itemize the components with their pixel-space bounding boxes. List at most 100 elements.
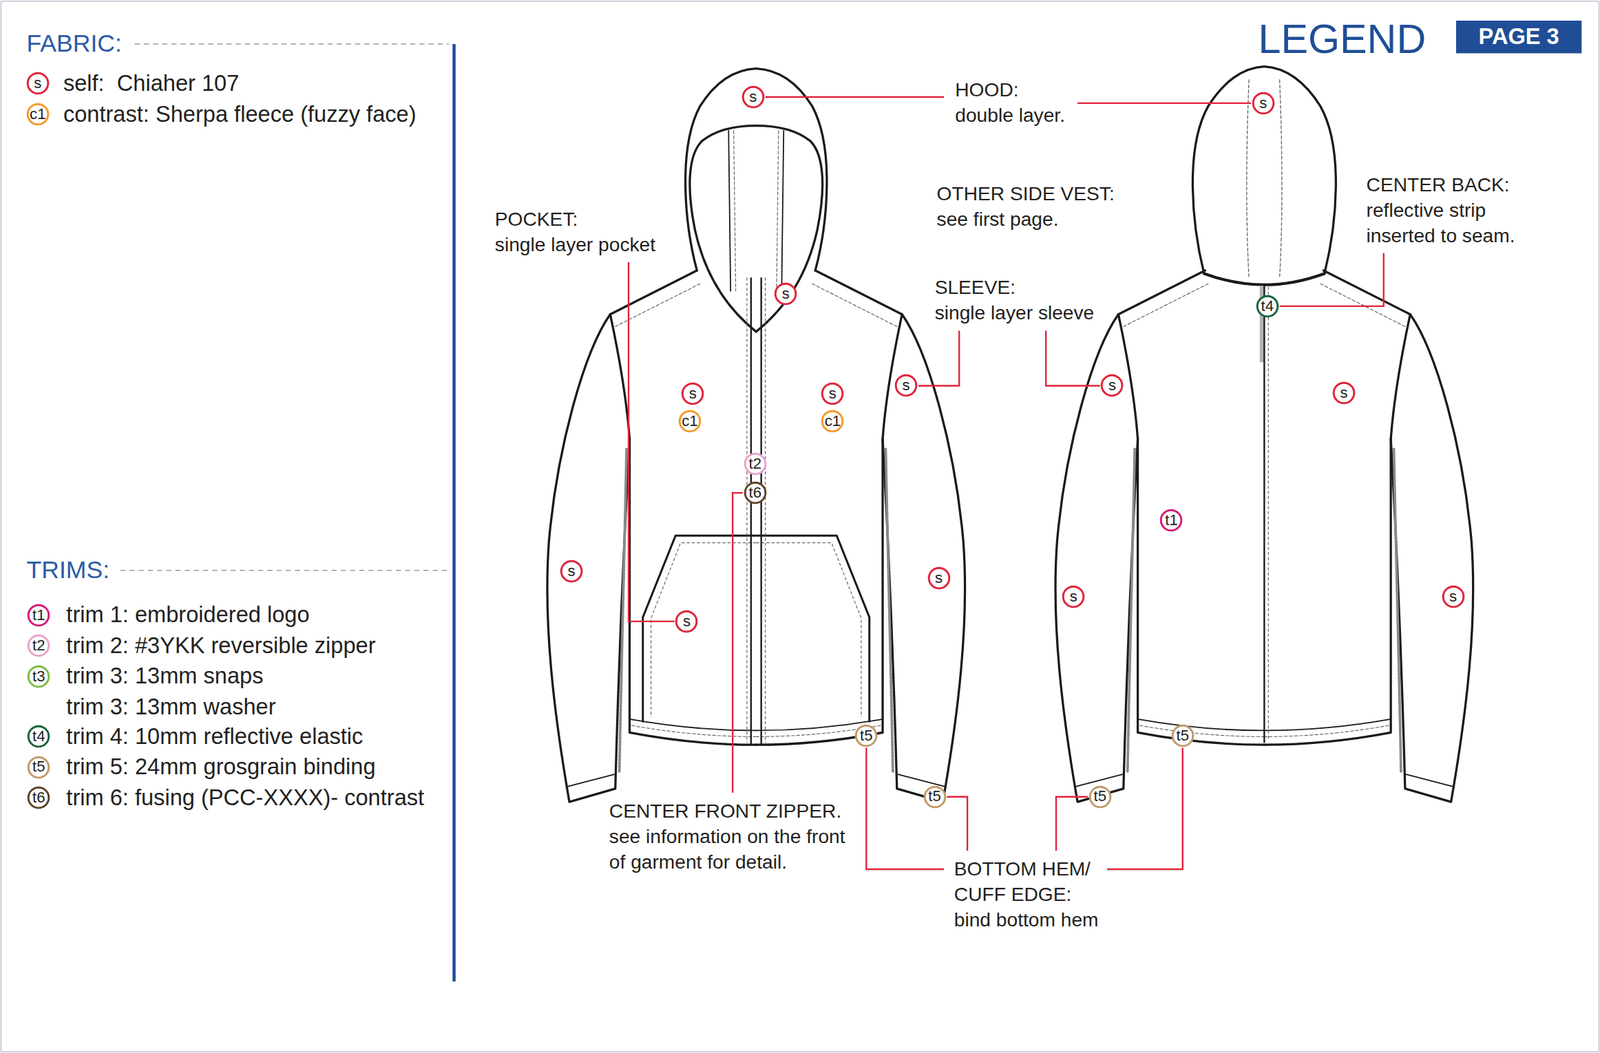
callout-code: s (1069, 589, 1078, 605)
callout-code: c1 (29, 106, 46, 122)
callout-heading: SLEEVE: (934, 274, 1016, 301)
callout-circle: t5 (1088, 785, 1112, 809)
callout-code: s (749, 89, 757, 105)
ring (1253, 92, 1274, 114)
leader-line (1056, 797, 1088, 852)
callout-code: t5 (1176, 728, 1190, 744)
callout-circle: s (773, 282, 798, 306)
front-right-half (755, 270, 965, 803)
callout-code: s (1339, 385, 1348, 401)
callout-circle: s (1100, 373, 1124, 398)
ring (1257, 296, 1278, 317)
callout-circle: t5 (1171, 724, 1195, 748)
callout-circle: c1 (678, 409, 702, 434)
callout-heading: OTHER SIDE VEST: (937, 181, 1115, 207)
callout-code: s (567, 563, 575, 580)
ring (822, 383, 844, 405)
front-hood-left (685, 68, 757, 332)
leader-line (1045, 330, 1101, 386)
callout-code: s (934, 570, 943, 586)
legend-symbol: c1 (26, 102, 50, 126)
legend-label: trim 6: fusing (PCC-XXXX)- contrast (66, 784, 425, 812)
callout-heading: POCKET: (495, 206, 578, 233)
ring (28, 726, 49, 747)
ring (28, 757, 49, 778)
front-left-half (547, 270, 756, 803)
callout-circle: s (674, 609, 699, 634)
ring (1172, 725, 1194, 747)
legend-symbol: t6 (26, 786, 51, 810)
callout-code: t6 (749, 485, 763, 501)
section-heading: FABRIC: (26, 29, 122, 59)
callout-code: s (902, 377, 911, 394)
back-left-half (1055, 270, 1265, 803)
ring (676, 611, 698, 633)
callout-code: t3 (32, 669, 46, 685)
callout-code: t5 (32, 759, 46, 775)
ring (1443, 586, 1464, 608)
ring (924, 786, 946, 808)
callout-circle: s (559, 559, 584, 584)
front-view (547, 68, 966, 803)
leader-line (946, 797, 968, 852)
fabric-rule (134, 43, 450, 45)
legend-symbol: t3 (26, 665, 51, 689)
ring (28, 666, 49, 688)
tag-fill (1456, 20, 1582, 54)
legend-symbol: s (26, 71, 50, 96)
callout-circle: s (927, 566, 951, 591)
ring (742, 86, 764, 108)
leader-line (1077, 102, 1251, 104)
callout-code: t4 (1261, 298, 1275, 314)
callout-circle: t2 (743, 452, 767, 476)
ring (27, 73, 49, 95)
ring (679, 411, 701, 432)
callout-circle: t4 (1255, 294, 1280, 319)
legend-label: trim 4: 10mm reflective elastic (66, 723, 363, 751)
callout-circle: s (820, 382, 845, 406)
center-back-stitch (1268, 287, 1269, 742)
callout-note: single layer pocket (495, 232, 656, 258)
page-tag: PAGE 3 (1456, 20, 1582, 54)
trims-rule (120, 570, 449, 571)
ring (1161, 510, 1183, 531)
callout-note: see information on the front of garment … (609, 824, 856, 876)
callout-circle: s (1332, 381, 1356, 405)
ring (1062, 586, 1084, 608)
callout-note: bind bottom hem (954, 907, 1099, 933)
legend-symbol: t5 (26, 755, 51, 780)
ring (1089, 786, 1111, 808)
callout-code: s (828, 386, 837, 402)
leader-line (866, 748, 944, 870)
callout-heading: BOTTOM HEM/ CUFF EDGE: (954, 856, 1108, 908)
callout-note: see first page. (937, 206, 1059, 233)
callout-circle: c1 (820, 409, 845, 434)
ring (775, 283, 796, 305)
callout-code: s (689, 386, 697, 402)
center-back-seam (1263, 285, 1265, 743)
callout-note: double layer. (954, 102, 1066, 129)
ring (28, 787, 49, 809)
callout-code: t5 (859, 728, 873, 744)
callout-code: t5 (1093, 788, 1107, 805)
legend-label: contrast: Sherpa fleece (fuzzy face) (63, 101, 417, 129)
legend-label: trim 3: 13mm snaps (66, 662, 263, 690)
page-number: PAGE 3 (1478, 25, 1560, 49)
callout-circle: t5 (923, 785, 947, 809)
ring (27, 103, 49, 125)
callout-circle: s (894, 373, 918, 398)
callout-code: s (782, 286, 790, 302)
ring (744, 454, 766, 476)
callout-code: s (682, 614, 691, 630)
callout-circle: s (1441, 585, 1466, 609)
zipper (751, 277, 762, 745)
leader-line (732, 492, 743, 794)
callout-heading: HOOD: (954, 77, 1019, 103)
legend-symbol: t4 (26, 724, 51, 749)
leader-lines (628, 97, 1384, 870)
legend-label: trim 1: embroidered logo (66, 601, 310, 629)
callout-code: c1 (824, 413, 841, 429)
callout-note: single layer sleeve (934, 300, 1095, 326)
